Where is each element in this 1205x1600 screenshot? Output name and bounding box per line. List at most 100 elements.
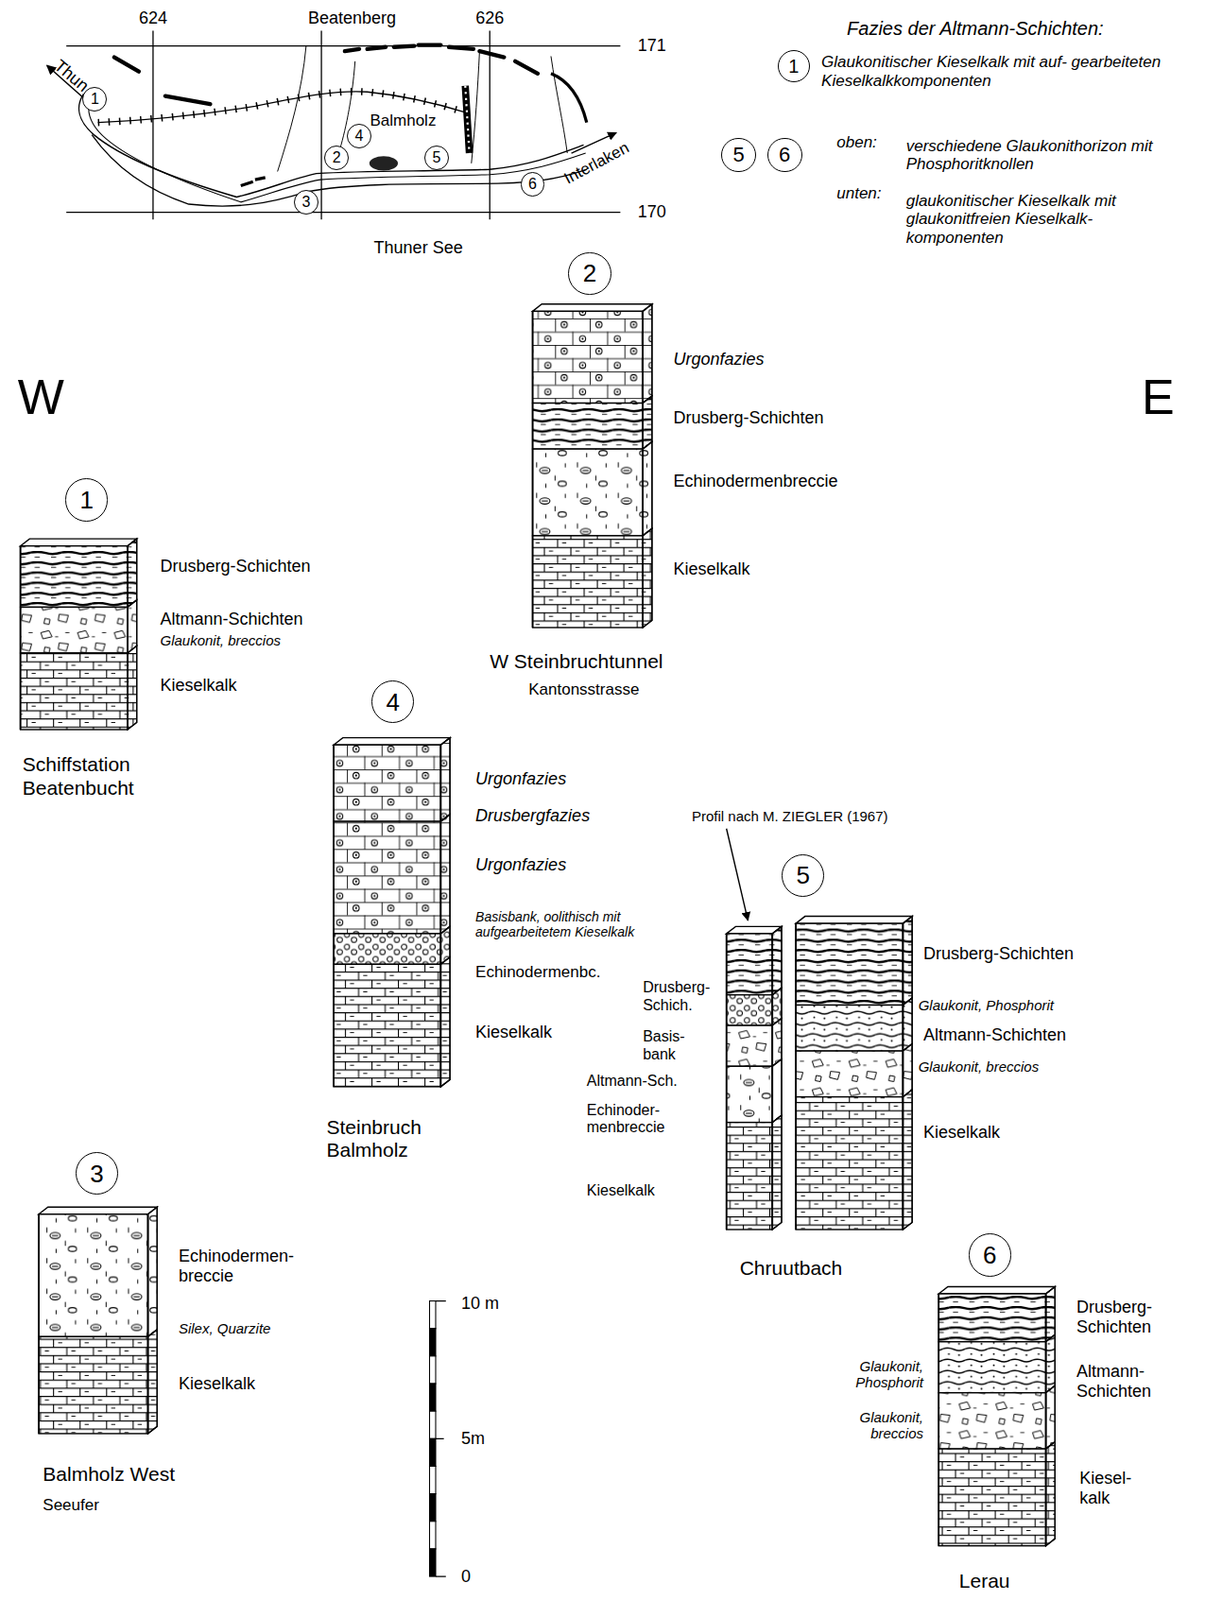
layer-side (642, 304, 653, 404)
layer-side-pattern (127, 538, 138, 607)
layer-side-pattern (148, 1329, 158, 1434)
layer-side-pattern (642, 304, 653, 404)
layer-ground (20, 653, 128, 730)
layer-label: Drusberg- Schichten (1076, 1297, 1153, 1337)
layer-side-pattern (772, 1115, 782, 1230)
layer-label: Drusberg- Schich. (642, 979, 730, 1015)
layer-note: Silex, Quarzite (178, 1320, 272, 1337)
layer-note: Glaukonit, Phosphorit (918, 997, 1054, 1014)
layer-label: Kieselkalk (673, 559, 751, 579)
layer-label: Echinodermenbc. (475, 963, 601, 982)
callout-circle: 4 (371, 680, 414, 723)
callout-circle: 6 (767, 137, 803, 173)
rock-layer (726, 1066, 774, 1122)
layer-ground (726, 933, 774, 996)
column-top (333, 738, 450, 746)
legend-text: oben: (836, 133, 878, 153)
layer-label: Kieselkalk (159, 675, 237, 695)
grid-label: 171 (637, 35, 667, 55)
layer-side (440, 738, 450, 823)
layer-label: Drusberg-Schichten (673, 408, 825, 428)
rock-layer (795, 923, 903, 1005)
rock-layer (333, 964, 441, 1087)
callout-number: 5 (732, 144, 744, 166)
layer-ground (20, 546, 128, 608)
layer-side (1046, 1442, 1056, 1547)
layer-label: Basis- bank (642, 1028, 685, 1062)
scale-segment (430, 1521, 436, 1550)
layer-label: Kiesel- kalk (1079, 1468, 1132, 1508)
scale-segment (430, 1301, 436, 1329)
column-top (795, 916, 913, 925)
column-outline (20, 546, 128, 730)
scale-segment (430, 1328, 436, 1357)
layer-side-pattern (642, 395, 653, 449)
layer-ground (333, 933, 441, 964)
title-text: Fazies der Altmann-Schichten: (846, 17, 1104, 39)
rock-layer (20, 653, 128, 730)
place-name: Balmholz (369, 111, 436, 131)
layer-label: Altmann-Schichten (159, 609, 303, 630)
layer-label: Kieselkalk (178, 1374, 256, 1394)
layer-label: Urgonfazies (475, 855, 567, 876)
layer-label: Echinodermenbreccie (673, 471, 839, 491)
layer-label: Altmann-Schichten (923, 1025, 1067, 1045)
section-name: Kantonsstrasse (528, 680, 639, 700)
place-name: Interlaken (561, 138, 633, 189)
layer-label: Drusberg-Schichten (159, 556, 310, 577)
section-name: Chruutbach (740, 1256, 844, 1279)
scale-segment (430, 1494, 436, 1522)
place-name: Beatenberg (308, 8, 396, 28)
grid-label: 624 (138, 8, 168, 29)
layer-label: Basis- bank (642, 1028, 696, 1064)
layer-side-pattern (440, 738, 450, 823)
callout-circle: 2 (324, 145, 349, 171)
layer-label: Drusbergfazies (475, 806, 590, 826)
layer-side-pattern (772, 926, 782, 995)
layer-label: Kieselkalk (586, 1182, 655, 1199)
callout-circle: 3 (293, 189, 319, 215)
section-name: Lerau (959, 1569, 1011, 1593)
layer-label: Drusberg-Schichten (673, 408, 825, 429)
rock-layer (938, 1393, 1046, 1449)
layer-ground (38, 1214, 149, 1338)
layer-note: Glaukonit, breccios (159, 632, 281, 649)
layer-label: Drusberg- Schichten (1076, 1297, 1183, 1337)
layer-side-pattern (127, 600, 138, 654)
layer-side (440, 957, 450, 1087)
layer-label: Basisbank, oolithisch mit aufgearbeitete… (475, 909, 635, 940)
place-name: Interlaken (561, 138, 633, 189)
callout-number: 2 (583, 260, 597, 286)
section-name: Chruutbach (740, 1256, 844, 1280)
layer-ground (333, 744, 441, 822)
layer-label: Altmann-Schichten (159, 609, 303, 629)
rock-layer (795, 1004, 903, 1051)
layer-label: Echinodermenbc. (475, 963, 601, 982)
rock-layer (333, 744, 441, 822)
callout-circle: 4 (346, 123, 372, 149)
scale-tick (435, 1301, 447, 1577)
callout-circle: 1 (777, 50, 811, 84)
legend-text: verschiedene Glaukonithorizon mit Phosph… (906, 137, 1154, 174)
legend-text: Glaukonitischer Kieselkalk mit auf- gear… (821, 52, 1167, 90)
layer-side-pattern (127, 645, 138, 730)
layer-ground (938, 1448, 1046, 1547)
layer-side-pattern (148, 1206, 158, 1337)
legend-title: Fazies der Altmann-Schichten: (846, 17, 1104, 40)
layer-side-pattern (1046, 1385, 1056, 1449)
layer-label: Altmann-Sch. (586, 1072, 678, 1089)
layer-label: Drusberg-Schichten (159, 556, 310, 576)
direction-letter: E (1141, 369, 1175, 425)
layer-label: Altmann-Sch. (586, 1072, 678, 1090)
layer-ground (726, 995, 774, 1026)
source-note: Profil nach M. ZIEGLER (1967) (691, 808, 889, 825)
layer-label: Echinoder- menbreccie (586, 1101, 696, 1137)
layer-label: Kieselkalk (923, 1122, 1000, 1142)
layer-side (1046, 1286, 1056, 1342)
column-top (938, 1286, 1055, 1294)
layer-label: Echinodermenbreccie (673, 471, 839, 492)
legend-text: verschiedene Glaukonithorizon mit Phosph… (906, 137, 1154, 174)
callout-number: 6 (778, 144, 791, 166)
layer-side-pattern (1046, 1286, 1056, 1342)
callout-circle: 2 (568, 252, 611, 295)
